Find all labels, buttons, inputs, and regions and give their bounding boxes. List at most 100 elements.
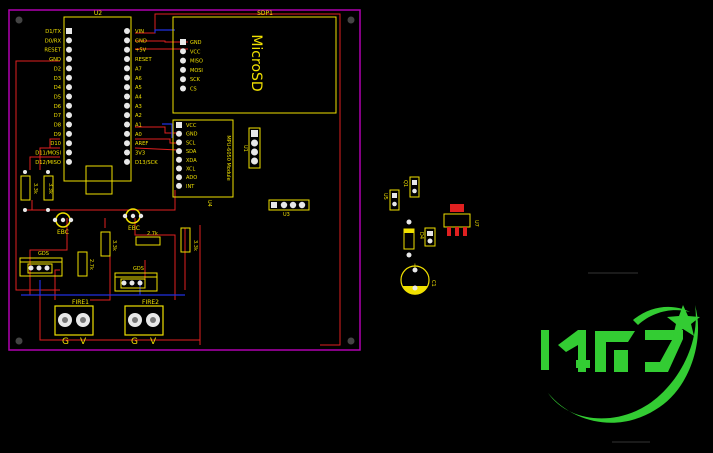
- u2-left-pin-label: D9: [54, 132, 61, 138]
- u2-pad: [66, 28, 72, 34]
- gds1-label: GDS: [38, 251, 49, 257]
- sdp1-pad: [180, 66, 186, 73]
- c1-capacitor: + C1: [400, 262, 436, 295]
- sdp1-title: MicroSD: [248, 34, 264, 91]
- u4-ref: U4: [206, 200, 212, 207]
- u4-pin-label: XCL: [186, 167, 196, 173]
- sdp1-pad: [180, 76, 186, 83]
- mounting-hole: [347, 337, 355, 345]
- resistor-e: 2.7k: [135, 231, 161, 246]
- u2-right-pin-label: A7: [135, 66, 142, 72]
- u1-header: U1: [242, 127, 261, 169]
- u2-pad: [66, 140, 72, 147]
- u2-right-pins: VINGND+5VRESETA7A6A5A4A3A2A1A0AREF3V3D13…: [124, 28, 158, 166]
- sdp1-pad: [180, 39, 186, 45]
- ebc-transistor-1: EBC: [52, 212, 74, 236]
- q1-header: Q1: [402, 176, 420, 198]
- u2-pad: [66, 149, 72, 156]
- sdp1-pin-label: MOSI: [190, 68, 203, 74]
- sdp1-pin-label: MISO: [190, 59, 203, 65]
- u2-pad: [66, 130, 72, 137]
- sdp1-pad: [180, 85, 186, 92]
- u2-pad: [66, 74, 72, 81]
- resistor-d: 2.7k: [77, 251, 94, 277]
- u2-pad: [124, 46, 130, 53]
- u2-left-pin-label: D0/RX: [45, 38, 62, 44]
- u2-left-pin-label: D10: [50, 141, 61, 147]
- u2-pad: [124, 121, 130, 128]
- d4-label: D4: [418, 232, 424, 239]
- sdp1-pin-label: GND: [190, 40, 202, 46]
- u2-pad: [66, 56, 72, 63]
- u2-ref: U2: [94, 10, 102, 17]
- u2-pad: [66, 93, 72, 100]
- resistor-a: 3.3k: [20, 175, 38, 201]
- u2-right-pin-label: A4: [135, 94, 143, 100]
- u3-header: U3: [268, 199, 310, 218]
- u2-right-pin-label: RESET: [135, 57, 152, 63]
- u1-ref: U1: [242, 145, 248, 152]
- resistor-f-label: 3.3k: [192, 240, 198, 251]
- fire1-label: FIRE1: [72, 299, 89, 306]
- sdp1-pin-label: CS: [190, 87, 197, 93]
- u2-right-pin-label: A5: [135, 85, 142, 91]
- u4-pin-label: VCC: [186, 123, 197, 129]
- u2-right-pin-label: VIN: [135, 29, 144, 35]
- mounting-hole: [347, 16, 355, 24]
- u4-pad: [176, 148, 182, 155]
- u2-right-pin-label: A3: [135, 104, 142, 110]
- u5-header: U5: [382, 189, 400, 211]
- u3-ref: U3: [283, 212, 290, 218]
- fire2-pin-v: V: [150, 337, 157, 347]
- u2-pad: [124, 56, 130, 63]
- resistor-b: 3.3k: [43, 175, 54, 201]
- u4-pad: [176, 174, 182, 181]
- u4-pad: [176, 122, 182, 128]
- u2-pad: [124, 140, 130, 147]
- gds-mosfet-1: GDS: [19, 251, 63, 277]
- u2-right-pin-label: D13/SCK: [135, 160, 158, 166]
- u2-pad: [66, 112, 72, 119]
- u4-pin-label: SCL: [186, 140, 196, 146]
- u2-right-pin-label: GND: [135, 38, 147, 44]
- mounting-hole: [15, 16, 23, 24]
- u2-left-pin-label: D7: [54, 113, 61, 119]
- ebc-transistor-2: EBC: [122, 208, 144, 232]
- red-traces: [15, 13, 341, 346]
- sdp1-pad: [180, 48, 186, 55]
- fire2-terminal: FIRE2 G V: [124, 299, 164, 347]
- sdp1-pad: [180, 57, 186, 64]
- u2-right-pin-label: +5V: [135, 48, 147, 54]
- ebc1-label: EBC: [57, 229, 69, 236]
- board-outline: [8, 9, 361, 351]
- u2-pad: [66, 65, 72, 72]
- sdp1-pin-label: VCC: [190, 49, 201, 55]
- q1-label: Q1: [402, 180, 408, 187]
- fire1-terminal: FIRE1 G V: [54, 299, 94, 347]
- u2-left-pins: D1/TXD0/RXRESETGNDD2D3D4D5D6D7D8D9D10D11…: [35, 28, 72, 166]
- resistor-d-label: 2.7k: [88, 259, 94, 270]
- gds-mosfet-2: GDS: [114, 266, 158, 292]
- d4-diode: D4: [403, 219, 436, 258]
- fire1-pin-g: G: [62, 337, 69, 347]
- u4-pin-label: SDA: [186, 149, 197, 155]
- u4-pin-label: XDA: [186, 158, 197, 164]
- u2-pad: [124, 93, 130, 100]
- u2-left-pin-label: D1/TX: [45, 29, 61, 35]
- u2-pad: [124, 74, 130, 81]
- u4-pin-label: ADO: [186, 175, 197, 181]
- resistor-c-label: 3.3k: [111, 240, 117, 251]
- ebc2-label: EBC: [128, 225, 140, 232]
- u7-label: U7: [473, 220, 479, 227]
- mounting-hole: [15, 337, 23, 345]
- u4-pad: [176, 130, 182, 137]
- u2-pad: [66, 84, 72, 91]
- u4-pin-label: GND: [186, 132, 198, 138]
- u2-pad: [124, 112, 130, 119]
- u2-pad: [124, 28, 130, 34]
- u2-pad: [66, 121, 72, 128]
- u2-left-pin-label: D6: [54, 104, 61, 110]
